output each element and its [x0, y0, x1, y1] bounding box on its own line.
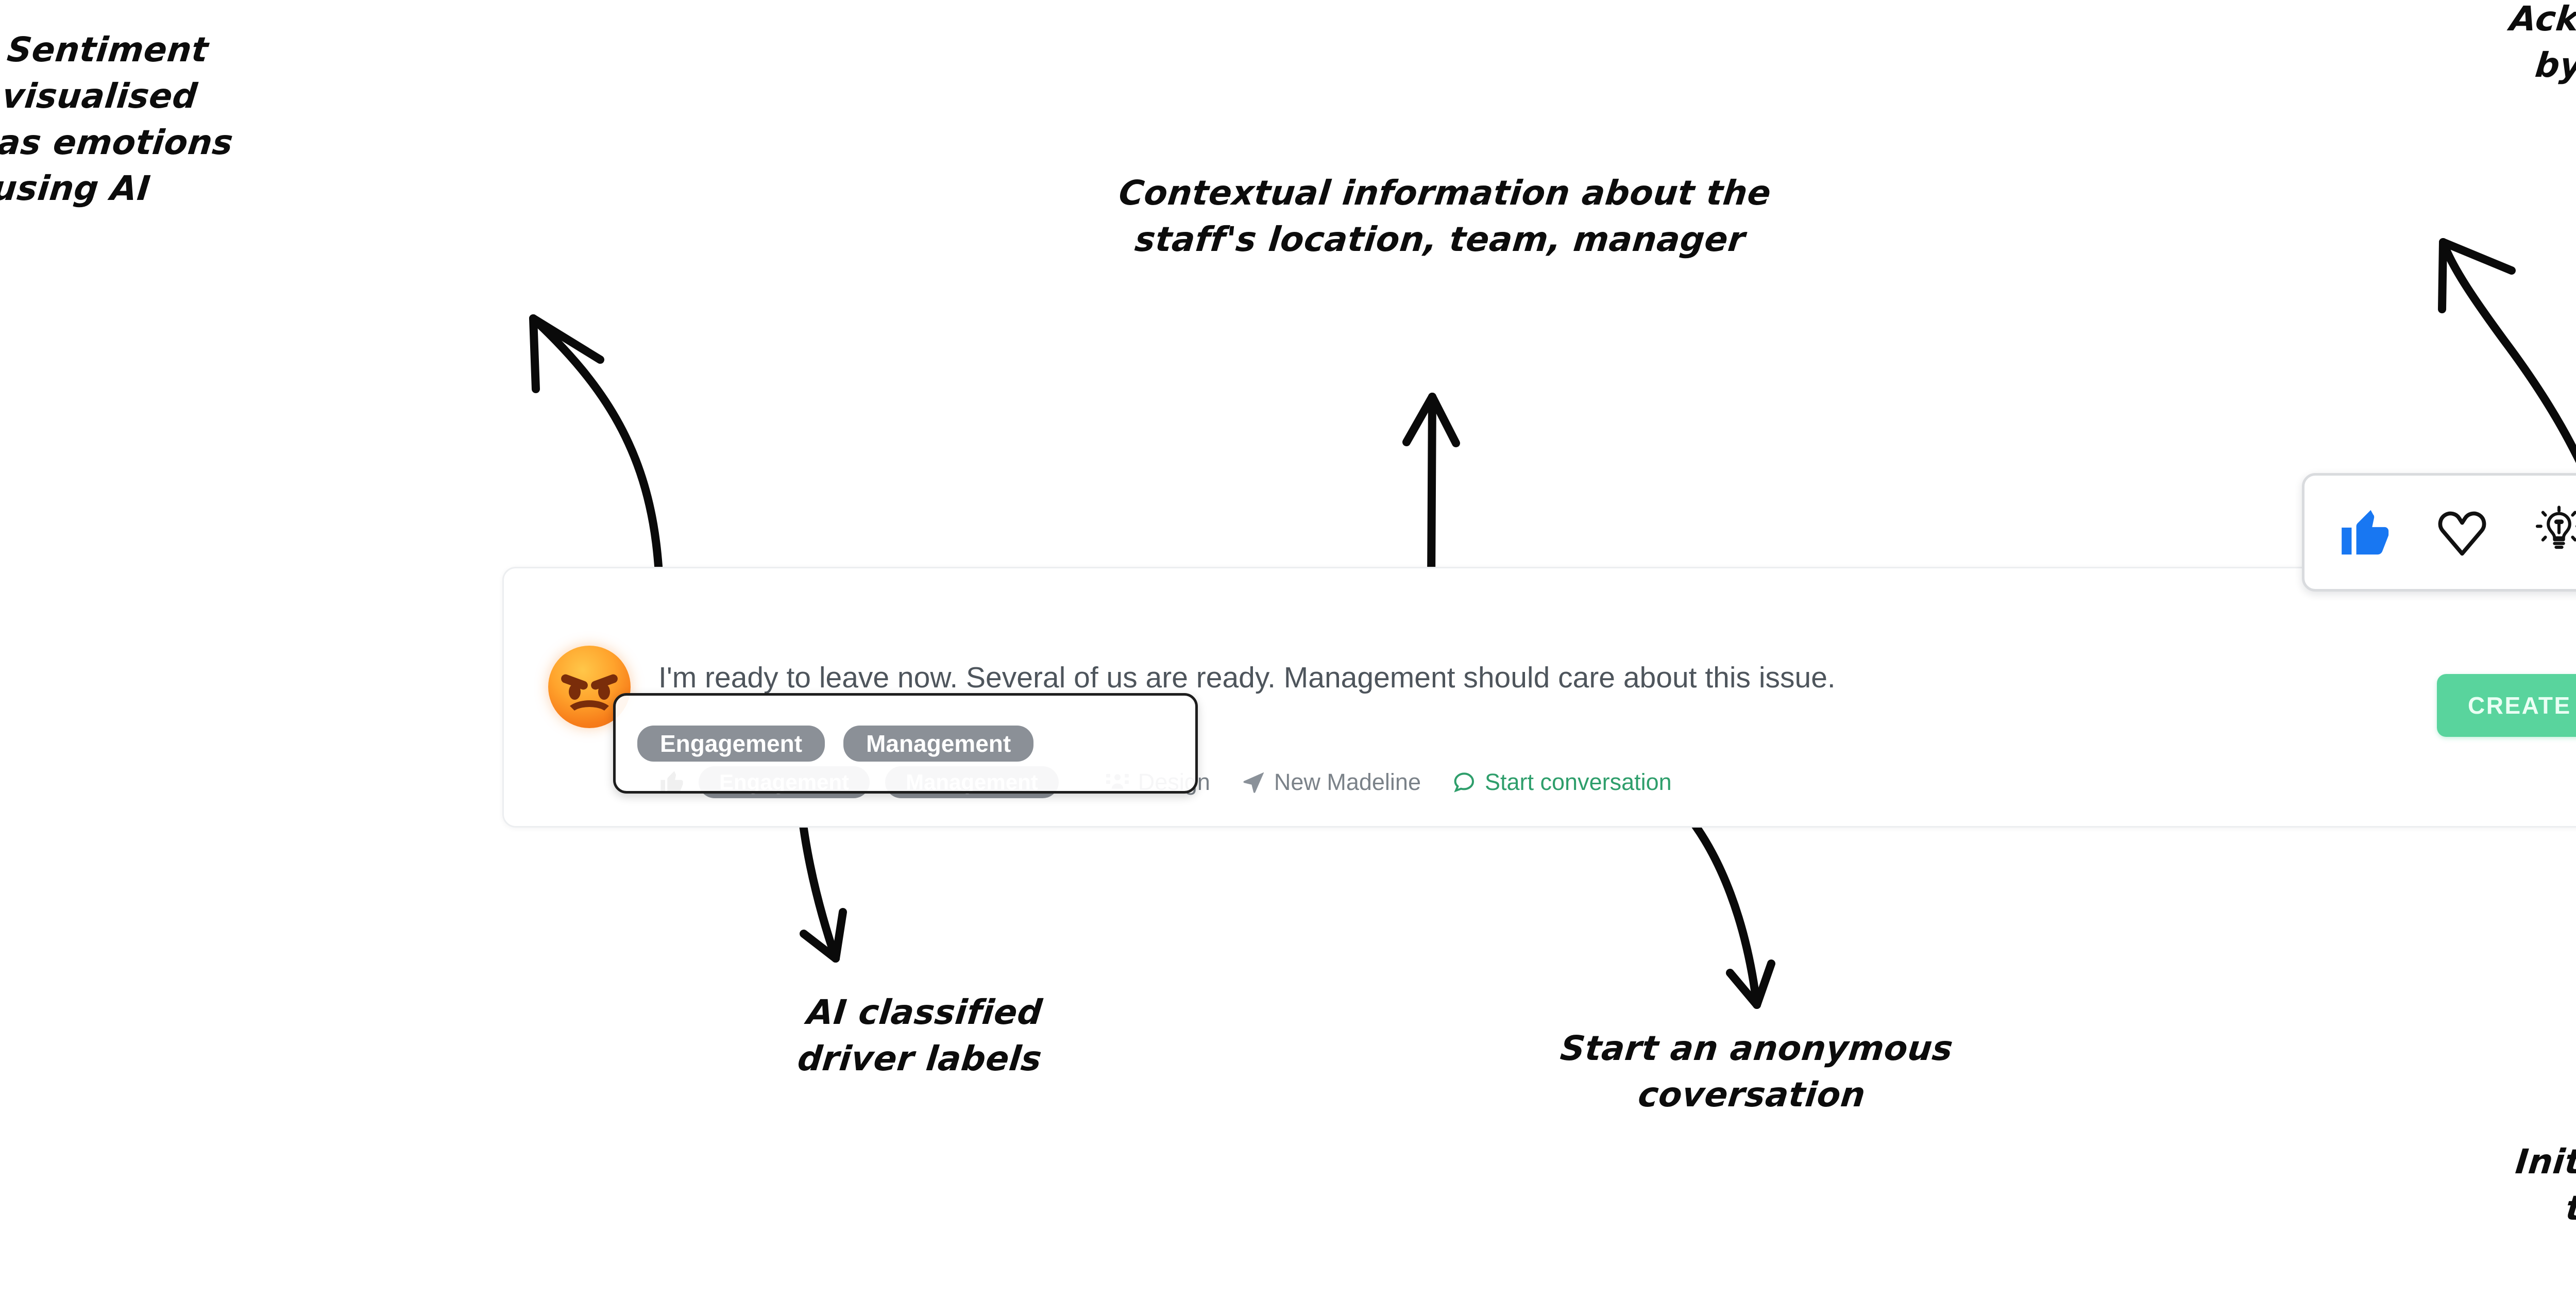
start-conversation-label: Start conversation [1484, 769, 1672, 795]
meta-location[interactable]: New Madeline [1241, 769, 1421, 796]
annotation-action: Initiate Action or Identify the status o… [2513, 1142, 2576, 1228]
thumbs-up-icon [2342, 510, 2389, 555]
annotation-conversation: Start an anonymous coversation [1558, 1029, 1955, 1115]
driver-chips-callout: Engagement Management [613, 693, 1198, 794]
emoji-eye-right [598, 684, 610, 700]
lightbulb-icon [2535, 506, 2576, 549]
chat-bubble-icon [1454, 772, 1474, 793]
reaction-picker-bar [2302, 473, 2576, 592]
create-action-button[interactable]: CREATE ACTION [2437, 674, 2576, 737]
meta-location-label: New Madeline [1274, 769, 1421, 795]
emoji-eye-left [569, 684, 581, 700]
callout-chip-engagement[interactable]: Engagement [637, 725, 825, 762]
callout-chip-management[interactable]: Management [843, 725, 1034, 762]
heart-icon [2438, 511, 2486, 556]
arrow-to-start-conversation [1681, 807, 1775, 1009]
reaction-heart-button[interactable] [2432, 502, 2493, 563]
annotation-sentiment: Sentiment visualised as emotions using A… [0, 30, 235, 209]
start-conversation-link[interactable]: Start conversation [1452, 769, 1672, 796]
annotation-reactions: Acknowledge feedback by adding reactions [2508, 0, 2576, 85]
angry-face-emoji [548, 646, 631, 728]
reaction-lightbulb-button[interactable] [2529, 502, 2576, 563]
reaction-thumbs-up-button[interactable] [2335, 502, 2396, 563]
location-arrow-icon [1243, 772, 1264, 793]
annotation-drivers: AI classified driver labels [795, 992, 1044, 1079]
emoji-mouth [564, 700, 615, 731]
annotation-context: Contextual information about the staff's… [1117, 173, 1773, 259]
feedback-quote-text: I'm ready to leave now. Several of us ar… [658, 661, 1836, 694]
